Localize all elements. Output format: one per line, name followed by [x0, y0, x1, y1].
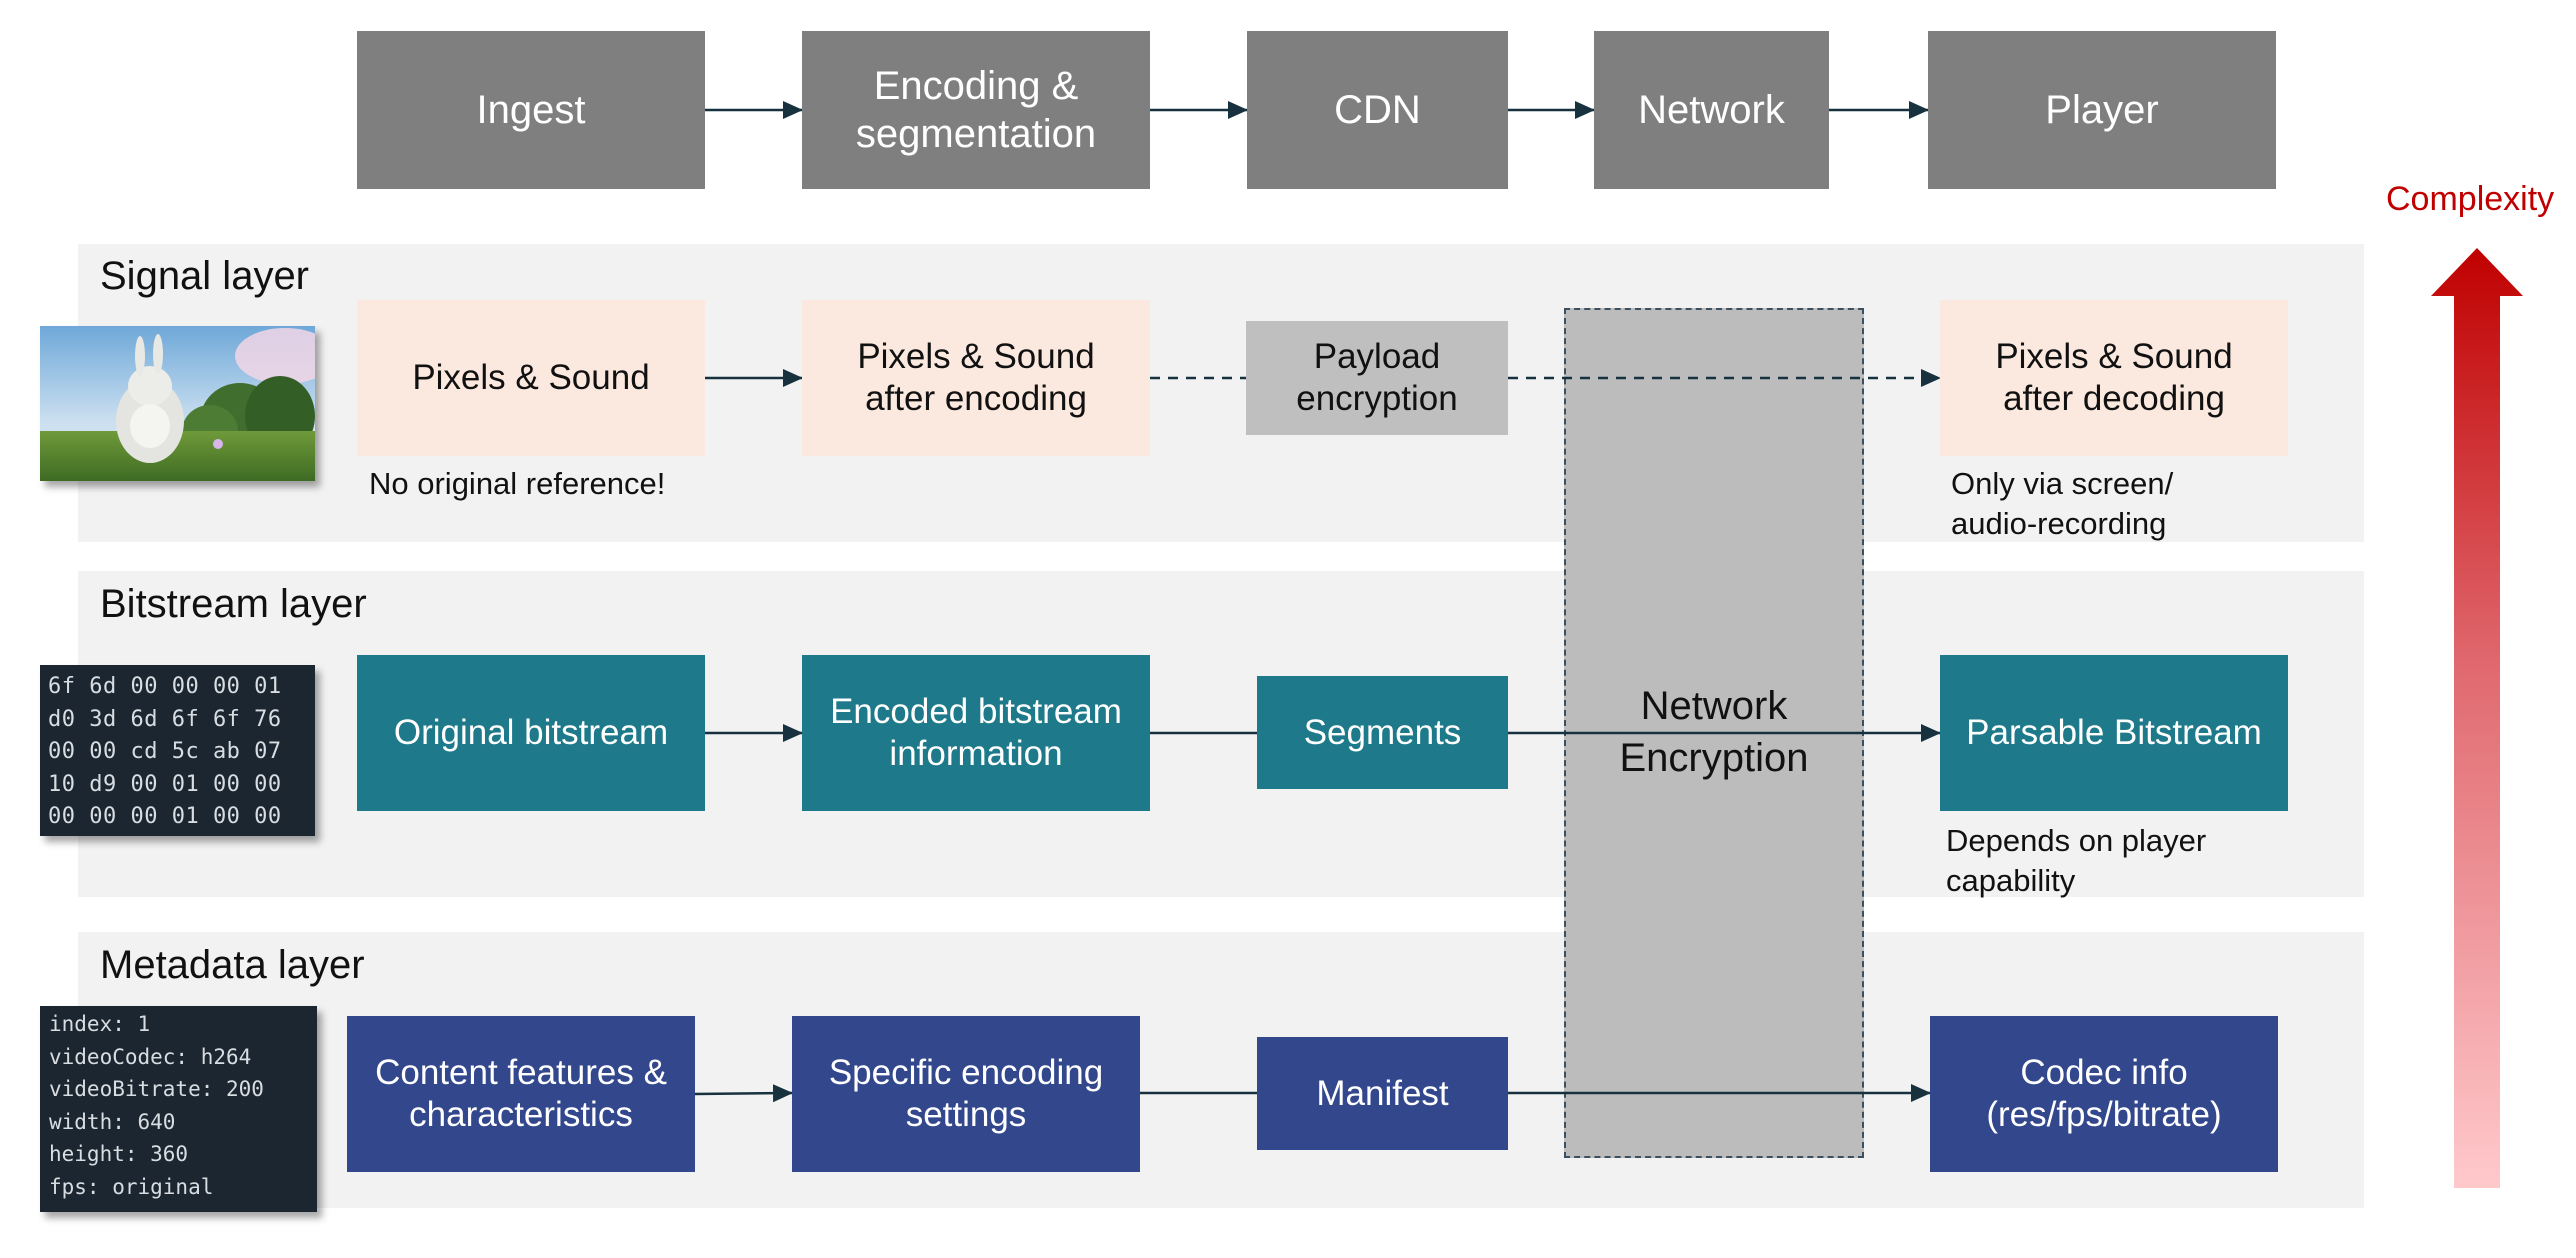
no-original-reference-note: No original reference!: [369, 466, 666, 501]
encoded-bitstream-info-box: Encoded bitstream information: [802, 655, 1150, 811]
complexity-arrow: [2431, 248, 2523, 1188]
metadata-arrow: [694, 1084, 793, 1103]
stage-encoding-segmentation: Encoding & segmentation: [802, 31, 1150, 189]
segments-box: Segments: [1257, 676, 1508, 789]
stage-network: Network: [1594, 31, 1829, 189]
payload-encryption-box: Payload encryption: [1246, 321, 1508, 435]
stage-ingest: Ingest: [357, 31, 705, 189]
bunny-scene-image: [40, 326, 315, 481]
codec-info-box: Codec info (res/fps/bitrate): [1930, 1016, 2278, 1172]
metadata-code-snippet: index: 1 videoCodec: h264 videoBitrate: …: [40, 1006, 317, 1212]
specific-encoding-settings-box: Specific encoding settings: [792, 1016, 1140, 1172]
bitstream-layer-title: Bitstream layer: [100, 582, 367, 626]
stage-player: Player: [1928, 31, 2276, 189]
content-features-box: Content features & characteristics: [347, 1016, 695, 1172]
metadata-layer-title: Metadata layer: [100, 943, 365, 987]
pixels-sound-box: Pixels & Sound: [357, 300, 705, 456]
player-capability-note: Depends on player capability: [1946, 823, 2207, 899]
manifest-box: Manifest: [1257, 1037, 1508, 1150]
network-encryption-label: Network Encryption: [1619, 684, 1809, 780]
signal-layer-title: Signal layer: [100, 254, 310, 298]
stage-cdn: CDN: [1247, 31, 1508, 189]
hex-dump: 6f 6d 00 00 00 01 d0 3d 6d 6f 6f 76 00 0…: [40, 665, 315, 836]
pixels-sound-after-decoding-box: Pixels & Sound after decoding: [1940, 300, 2288, 456]
complexity-label: Complexity: [2386, 180, 2555, 218]
original-bitstream-box: Original bitstream: [357, 655, 705, 811]
video-thumbnail: [40, 326, 315, 481]
pixels-sound-after-encoding-box: Pixels & Sound after encoding: [802, 300, 1150, 456]
screen-recording-note: Only via screen/ audio-recording: [1951, 466, 2174, 542]
parsable-bitstream-box: Parsable Bitstream: [1940, 655, 2288, 811]
